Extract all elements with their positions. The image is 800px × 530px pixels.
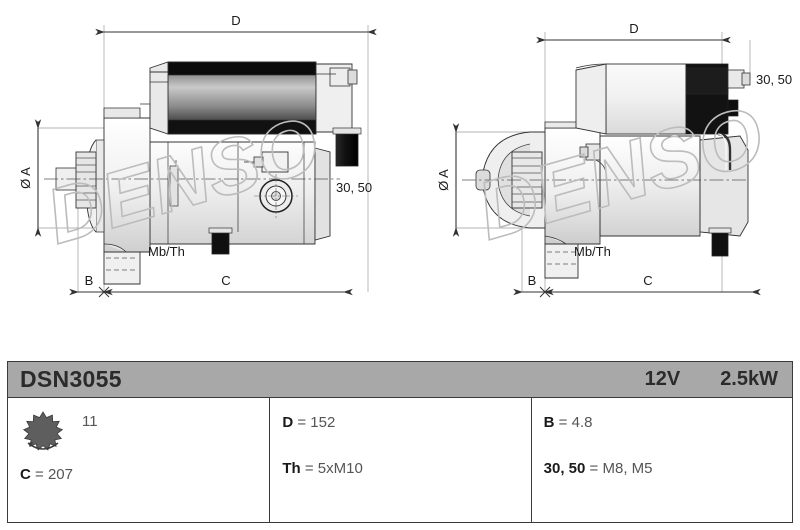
- hex-boss-detail: [579, 143, 607, 181]
- teeth-count-value: 11: [82, 413, 98, 430]
- spec-row-C: C = 207: [20, 461, 269, 488]
- spec-table-header: DSN3055 12V 2.5kW: [8, 362, 792, 398]
- power-value: 2.5kW: [720, 368, 778, 390]
- spec-sep-Th: =: [300, 460, 318, 477]
- spec-label-terminals: 30, 50: [543, 460, 586, 477]
- starter-motor-illustration-right: [462, 63, 751, 279]
- dimension-line-diameter-A: Ø A: [18, 119, 42, 237]
- part-number: DSN3055: [20, 366, 122, 392]
- dimension-label-diameter-A-right: Ø A: [436, 169, 451, 191]
- gear-rotation-icon: [20, 409, 66, 453]
- dimension-label-B: B: [85, 273, 94, 288]
- spec-value-Th: 5xM10: [317, 460, 363, 477]
- dimension-label-diameter-A: Ø A: [18, 167, 33, 189]
- spec-label-C: C: [20, 466, 31, 483]
- hidden-mounting-hole: [106, 257, 138, 271]
- spec-label-Th: Th: [282, 460, 301, 477]
- specification-table: DSN3055 12V 2.5kW 11 C = 207: [7, 361, 793, 523]
- spec-sep-B: =: [554, 414, 572, 431]
- voltage-value: 12V: [644, 368, 681, 390]
- label-terminals-30-50: 30, 50: [336, 180, 372, 195]
- spec-value-B: 4.8: [571, 414, 593, 431]
- spec-row-B: B = 4.8: [544, 409, 792, 436]
- technical-drawings-area: D Ø A B C: [0, 0, 800, 345]
- label-mounting-mbth: Mb/Th: [148, 244, 185, 259]
- spec-row-Th: Th = 5xM10: [282, 455, 530, 482]
- dimension-label-D-right: D: [629, 21, 638, 36]
- connector-block-detail: [244, 151, 289, 173]
- spec-column-1: 11 C = 207: [8, 398, 269, 522]
- spec-column-3: B = 4.8 30, 50 = M8, M5: [530, 398, 792, 522]
- starter-motor-illustration-left: [44, 61, 362, 285]
- dimension-line-C: C: [104, 273, 353, 296]
- dimension-line-D-right: D: [536, 21, 731, 44]
- spec-sep-C: =: [30, 466, 48, 483]
- spec-column-2: D = 152 Th = 5xM10: [269, 398, 530, 522]
- drawing-left-side-view: D Ø A B C: [0, 0, 400, 345]
- round-boss-detail: [254, 174, 298, 218]
- dimension-line-D: D: [95, 13, 377, 36]
- spec-value-terminals: M8, M5: [602, 460, 653, 477]
- spec-label-B: B: [543, 414, 555, 431]
- drawing-right-end-view: D Ø A B C: [400, 0, 800, 345]
- label-mounting-mbth-right: Mb/Th: [574, 244, 611, 259]
- spec-sep-D: =: [293, 414, 311, 431]
- spec-table-body: 11 C = 207 D = 152 Th = 5xM10 B = 4.8 30…: [8, 398, 792, 522]
- spec-value-D: 152: [310, 414, 336, 431]
- spec-value-C: 207: [47, 466, 73, 483]
- teeth-spec-row: 11: [20, 409, 269, 455]
- dimension-label-B-right: B: [528, 273, 537, 288]
- spec-row-terminals: 30, 50 = M8, M5: [544, 455, 792, 482]
- hidden-mounting-hole-right: [547, 251, 576, 265]
- dimension-label-C: C: [221, 273, 230, 288]
- spec-row-D: D = 152: [282, 409, 530, 436]
- spec-label-D: D: [282, 414, 294, 431]
- dimension-line-diameter-A-right: Ø A: [436, 123, 460, 237]
- dimension-line-C-right: C: [545, 273, 761, 296]
- dimension-label-D: D: [231, 13, 240, 28]
- dimension-label-C-right: C: [643, 273, 652, 288]
- spec-sep-terminals: =: [585, 460, 603, 477]
- label-terminals-30-50-right: 30, 50: [756, 72, 792, 87]
